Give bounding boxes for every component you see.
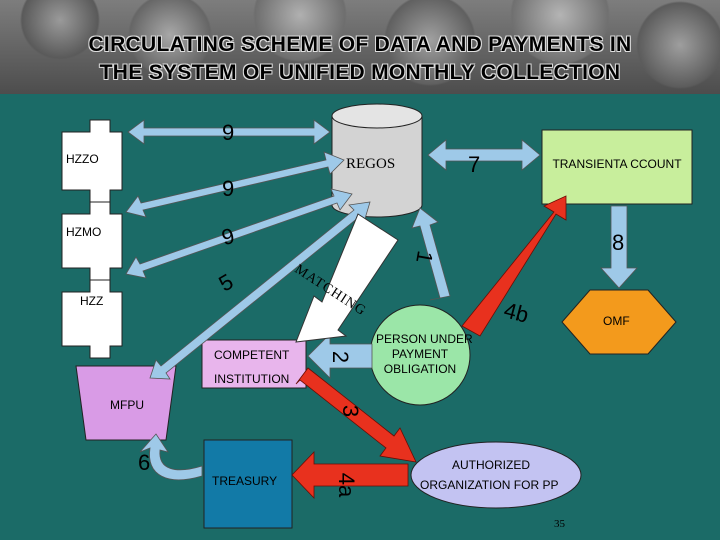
authorized-label-1: AUTHORIZED: [452, 458, 530, 472]
hzmo-label: HZMO: [66, 225, 102, 239]
arrow-4a-authorized-treasury: [291, 451, 409, 499]
arrow-7-regos-transient: [427, 139, 541, 171]
arrow-8-transient-omf: [600, 205, 638, 289]
authorized-label-2: ORGANIZATION FOR PP: [420, 478, 559, 492]
competent-institution-label-2: INSTITUTION: [214, 372, 290, 386]
omf-label: OMF: [603, 314, 630, 328]
arrow-9-label-middle: 9: [222, 176, 235, 201]
arrow-2-label: 2: [328, 350, 354, 364]
arrow-3-competent-authorized: [295, 367, 417, 463]
arrow-9-label-top: 9: [222, 120, 235, 145]
treasury-label: TREASURY: [212, 474, 278, 488]
arrow-6-label: 6: [138, 450, 151, 475]
treasury-box: [203, 439, 293, 529]
matching-arrow: [295, 213, 399, 343]
competent-institution-box: [201, 339, 307, 389]
header-banner: CIRCULATING SCHEME OF DATA AND PAYMENTS …: [0, 0, 720, 94]
competent-institution-label-1: COMPETENT: [214, 348, 290, 362]
arrow-4b-person-transient: [461, 195, 567, 337]
arrow-1-person-regos: [411, 207, 451, 301]
arrow-9-hzmo-regos: [125, 188, 353, 279]
authorized-organization-ellipse: [410, 441, 582, 509]
person-label-1: PERSON UNDER: [376, 332, 473, 346]
transient-account-label: TRANSIENTA CCOUNT: [552, 157, 682, 171]
page-number: 35: [554, 518, 565, 530]
title-line-2: THE SYSTEM OF UNIFIED MONTHLY COLLECTION: [99, 61, 621, 84]
hzz-box: [61, 279, 123, 359]
title-line-1: CIRCULATING SCHEME OF DATA AND PAYMENTS …: [88, 33, 632, 56]
arrow-9-hzzo-diagonal: [125, 151, 345, 218]
hzmo-box: [61, 201, 123, 281]
omf-hexagon: [561, 289, 677, 355]
mfpu-box: [75, 365, 177, 441]
hzz-label: HZZ: [80, 294, 104, 308]
regos-label: REGOS: [346, 156, 396, 172]
arrow-7-label: 7: [468, 152, 481, 177]
arrow-8-label: 8: [612, 230, 625, 255]
arrow-4a-label: 4a: [334, 472, 360, 498]
mfpu-label: MFPU: [110, 398, 144, 412]
arrow-5-mfpu-regos: [149, 201, 371, 380]
person-label-3: OBLIGATION: [383, 362, 457, 376]
person-label-2: PAYMENT: [391, 347, 449, 361]
arrow-9-hzzo-regos: [127, 119, 331, 145]
arrow-2-person-competent: [307, 333, 373, 379]
arrow-3-label: 3: [338, 404, 364, 418]
arrow-6-treasury-mfpu: [139, 433, 203, 481]
hzzo-label: HZZO: [66, 152, 99, 166]
transient-account-box: [541, 129, 693, 205]
regos-cylinder: [331, 103, 423, 218]
